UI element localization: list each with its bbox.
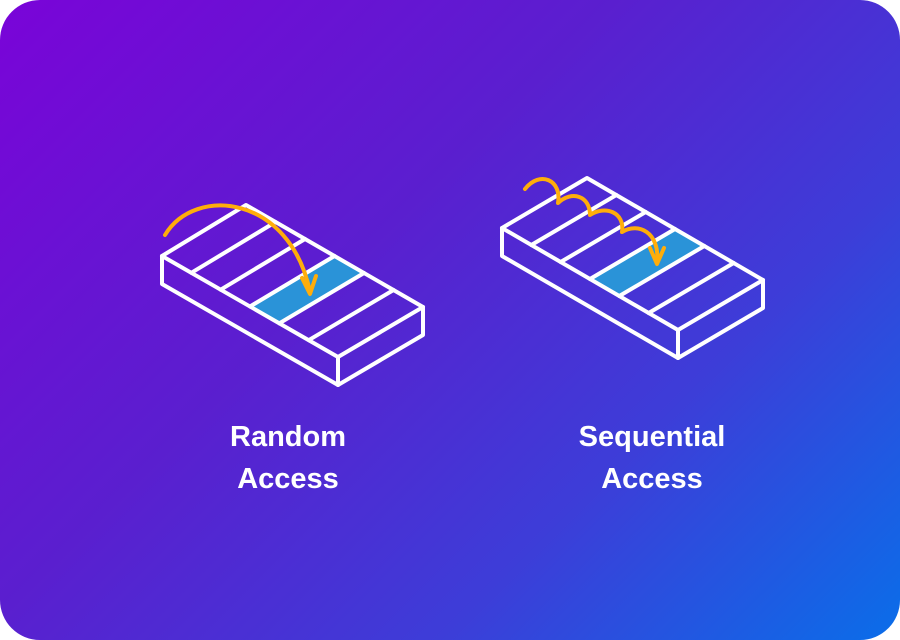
sequential-access-block bbox=[500, 176, 765, 360]
side-faces bbox=[500, 226, 765, 360]
cell-divider bbox=[306, 288, 396, 343]
arrowhead-icon bbox=[300, 274, 318, 296]
label-line: Access bbox=[237, 463, 339, 495]
label-line: Random bbox=[230, 421, 346, 453]
cell-divider bbox=[277, 271, 366, 326]
random-access-block bbox=[160, 203, 425, 387]
cell-divider bbox=[248, 254, 337, 309]
label-line: Sequential bbox=[578, 421, 726, 453]
cell-divider bbox=[646, 261, 736, 315]
sequential-access-label: Sequential Access bbox=[502, 416, 802, 500]
cell-divider bbox=[588, 227, 677, 281]
sequential-arrow bbox=[523, 177, 660, 264]
cell-divider bbox=[529, 193, 619, 247]
arrowhead-icon bbox=[648, 246, 666, 266]
cell-divider bbox=[617, 244, 707, 298]
random-access-label: Random Access bbox=[138, 416, 438, 500]
jump-arrow bbox=[163, 203, 312, 294]
highlighted-cell bbox=[590, 229, 705, 296]
cell-divider bbox=[558, 210, 648, 264]
label-line: Access bbox=[601, 463, 703, 495]
side-faces bbox=[160, 254, 425, 387]
cell-divider bbox=[189, 220, 278, 275]
